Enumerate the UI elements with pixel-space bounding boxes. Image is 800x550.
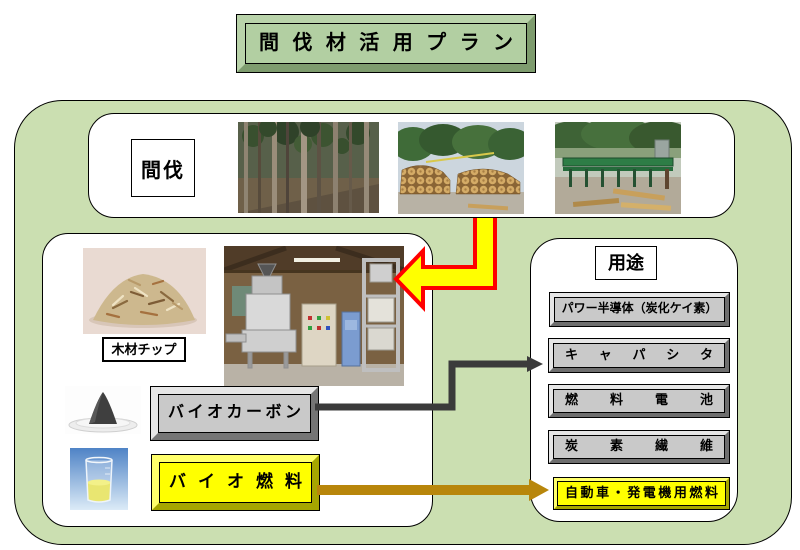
biocarbon-box: バイオカーボン: [150, 386, 319, 441]
biocarbon-label: バイオカーボン: [168, 404, 301, 421]
photo-carbon-powder: [65, 386, 141, 434]
use-item-label: キャパシタ: [565, 347, 713, 362]
use-item-power-semiconductor: パワー半導体（炭化ケイ素）: [549, 292, 730, 327]
wood-chips-label-box: 木材チップ: [102, 337, 186, 362]
photo-processing-plant: [224, 246, 404, 386]
use-item-carbon-fiber: 炭素繊維: [548, 430, 730, 464]
thinning-section: 間伐: [88, 113, 735, 218]
uses-label: 用途: [608, 253, 644, 273]
use-item-capacitor: キャパシタ: [548, 338, 730, 373]
photo-log-yard: [398, 122, 524, 214]
use-item-label: 燃料電池: [565, 392, 713, 407]
use-item-fuel-cell: 燃料電池: [548, 384, 730, 418]
photo-wood-chips: [83, 248, 206, 334]
thinning-label-box: 間伐: [131, 139, 195, 197]
uses-label-box: 用途: [595, 246, 657, 280]
production-section: 木材チップ: [42, 233, 433, 527]
use-item-label: 炭素繊維: [565, 438, 713, 453]
photo-forest: [238, 122, 379, 213]
use-item-label: 自動車・発電機用燃料: [565, 485, 718, 500]
page-title: 間伐材活用プラン: [259, 32, 513, 54]
photo-sawmill: [555, 122, 681, 214]
use-item-vehicle-generator-fuel: 自動車・発電機用燃料: [553, 477, 730, 510]
uses-section: 用途 パワー半導体（炭化ケイ素） キャパシタ 燃料電池 炭素繊維 自動車・発電機…: [530, 238, 738, 522]
biofuel-label: バイオ燃料: [169, 472, 302, 491]
biofuel-box: バイオ燃料: [151, 454, 320, 511]
photo-fuel-beaker: [70, 448, 128, 510]
title-banner: 間伐材活用プラン: [236, 14, 536, 73]
thinning-label: 間伐: [141, 159, 185, 182]
use-item-label: パワー半導体（炭化ケイ素）: [561, 301, 718, 315]
wood-chips-label: 木材チップ: [111, 342, 177, 357]
